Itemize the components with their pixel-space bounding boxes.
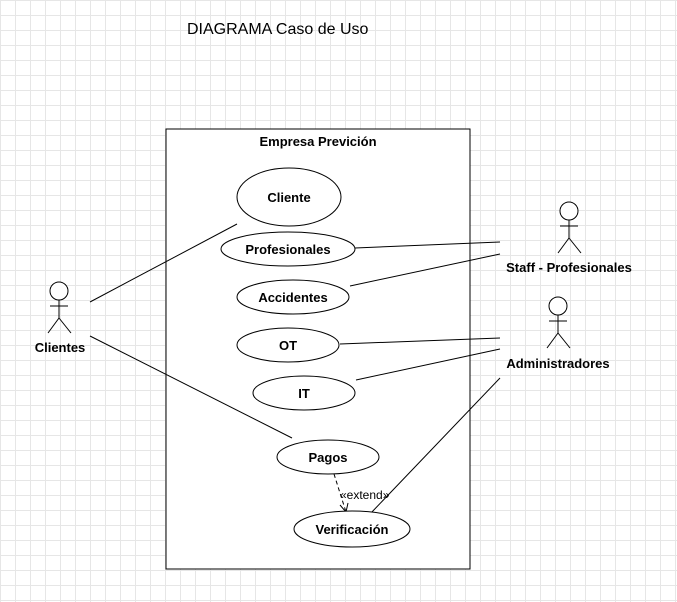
assoc-staff-profesionales[interactable]: [354, 241, 501, 249]
system-name: Empresa Previción: [259, 134, 376, 149]
use-case-ot-label: OT: [279, 338, 297, 353]
assoc-admin-it[interactable]: [355, 348, 501, 381]
assoc-admin-verificacion[interactable]: [369, 377, 501, 515]
extend-label: «extend»: [340, 488, 390, 502]
assoc-clientes-pagos[interactable]: [89, 335, 293, 439]
use-case-pagos-label: Pagos: [308, 450, 347, 465]
use-case-verificacion-label: Verificación: [316, 522, 389, 537]
actor-figure-icon: [557, 201, 582, 254]
use-case-pagos[interactable]: Pagos: [276, 439, 380, 475]
use-case-cliente[interactable]: Cliente: [236, 167, 342, 227]
assoc-admin-ot[interactable]: [339, 337, 501, 345]
use-case-it-label: IT: [298, 386, 310, 401]
actor-administradores[interactable]: Administradores: [506, 296, 610, 371]
use-case-it[interactable]: IT: [252, 375, 356, 411]
diagram-title: DIAGRAMA Caso de Uso: [187, 21, 369, 38]
assoc-staff-accidentes[interactable]: [349, 253, 501, 287]
actor-admin-label: Administradores: [506, 356, 609, 371]
use-case-ot[interactable]: OT: [236, 327, 340, 363]
actor-staff-profesionales[interactable]: Staff - Profesionales: [506, 201, 632, 275]
actor-figure-icon: [546, 296, 571, 349]
actor-clientes[interactable]: Clientes: [35, 281, 86, 355]
use-case-profesionales[interactable]: Profesionales: [220, 231, 356, 267]
use-case-profesionales-label: Profesionales: [245, 242, 330, 257]
use-case-verificacion[interactable]: Verificación: [293, 510, 411, 548]
actor-clientes-label: Clientes: [35, 340, 86, 355]
actor-figure-icon: [47, 281, 72, 334]
use-case-accidentes-label: Accidentes: [258, 290, 327, 305]
use-case-accidentes[interactable]: Accidentes: [236, 279, 350, 315]
actor-staff-label: Staff - Profesionales: [506, 260, 632, 275]
assoc-clientes-cliente[interactable]: [89, 223, 238, 303]
use-case-cliente-label: Cliente: [267, 190, 310, 205]
